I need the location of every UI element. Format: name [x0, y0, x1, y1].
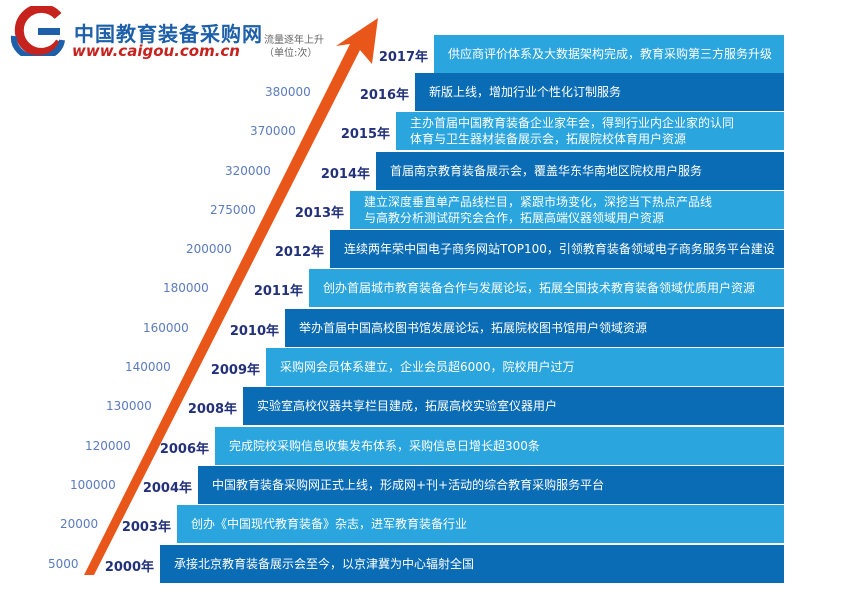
traffic-value: 5000: [48, 557, 79, 571]
traffic-value: 275000: [210, 203, 256, 217]
milestone-year: 2008年: [187, 402, 237, 417]
milestone-bar: 中国教育装备采购网正式上线，形成网+刊+活动的综合教育采购服务平台: [198, 466, 784, 504]
logo-url: www.caigou.com.cn: [72, 42, 240, 60]
milestone-text: 采购网会员体系建立，企业会员超6000，院校用户过万: [280, 360, 575, 374]
milestone-bar: 举办首届中国高校图书馆发展论坛，拓展院校图书馆用户领域资源: [285, 309, 784, 347]
milestone-year: 2000年: [104, 560, 154, 575]
milestone-text: 创办首届城市教育装备合作与发展论坛，拓展全国技术教育装备领域优质用户资源: [323, 281, 756, 295]
logo: 中国教育装备采购网 www.caigou.com.cn: [8, 3, 262, 62]
milestone-text: 完成院校采购信息收集发布体系，采购信息日增长超300条: [229, 439, 540, 453]
milestone-text: 与高教分析测试研究会合作，拓展高端仪器领域用户资源: [364, 211, 665, 225]
milestone-text: 实验室高校仪器共享栏目建成，拓展高校实验室仪器用户: [257, 399, 558, 413]
traffic-value: 120000: [85, 439, 131, 453]
milestone-text: 新版上线，增加行业个性化订制服务: [429, 85, 622, 99]
traffic-value: 160000: [143, 321, 189, 335]
milestone-year: 2011年: [253, 284, 303, 299]
milestone-bar: 创办《中国现代教育装备》杂志，进军教育装备行业: [177, 505, 784, 543]
milestone-bar: 承接北京教育装备展示会至今，以京津冀为中心辐射全国: [160, 545, 784, 583]
milestone-year: 2013年: [294, 206, 344, 221]
milestone-text: 创办《中国现代教育装备》杂志，进军教育装备行业: [191, 517, 468, 531]
milestone-bar: 实验室高校仪器共享栏目建成，拓展高校实验室仪器用户: [243, 387, 784, 425]
traffic-value: 180000: [163, 281, 209, 295]
traffic-value: 130000: [106, 399, 152, 413]
traffic-note-unit: （单位:次）: [264, 48, 318, 59]
milestone-bar: 新版上线，增加行业个性化订制服务: [415, 73, 784, 111]
traffic-value: 20000: [60, 517, 99, 531]
milestone-text: 中国教育装备采购网正式上线，形成网+刊+活动的综合教育采购服务平台: [212, 478, 605, 492]
milestone-bar: 建立深度垂直单产品线栏目，紧跟市场变化，深挖当下热点产品线与高教分析测试研究会合…: [350, 191, 784, 229]
milestone-bar: 首届南京教育装备展示会，覆盖华东华南地区院校用户服务: [376, 152, 784, 190]
traffic-note: 流量逐年上升 （单位:次）: [264, 34, 324, 60]
milestone-year: 2004年: [142, 481, 192, 496]
traffic-note-title: 流量逐年上升: [264, 35, 324, 46]
traffic-value: 380000: [265, 85, 311, 99]
milestone-bar: 主办首届中国教育装备企业家年会，得到行业内企业家的认同体育与卫生器材装备展示会，…: [396, 112, 784, 150]
milestone-year: 2012年: [274, 245, 324, 260]
milestone-year: 2014年: [320, 167, 370, 182]
milestone-year: 2017年: [378, 50, 428, 65]
logo-name: 中国教育装备采购网: [74, 22, 263, 46]
milestone-bar: 连续两年荣中国电子商务网站TOP100，引领教育装备领域电子商务服务平台建设: [330, 230, 784, 268]
milestone-bar: 采购网会员体系建立，企业会员超6000，院校用户过万: [266, 348, 784, 386]
traffic-value: 140000: [125, 360, 171, 374]
milestone-bar: 创办首届城市教育装备合作与发展论坛，拓展全国技术教育装备领域优质用户资源: [309, 269, 784, 307]
milestone-year: 2009年: [210, 363, 260, 378]
milestone-text: 承接北京教育装备展示会至今，以京津冀为中心辐射全国: [174, 557, 475, 571]
traffic-value: 200000: [186, 242, 232, 256]
milestone-text: 供应商评价体系及大数据架构完成，教育采购第三方服务升级: [448, 47, 773, 61]
milestone-year: 2010年: [229, 324, 279, 339]
milestone-text: 连续两年荣中国电子商务网站TOP100，引领教育装备领域电子商务服务平台建设: [344, 242, 775, 256]
milestone-text: 主办首届中国教育装备企业家年会，得到行业内企业家的认同: [410, 116, 735, 130]
milestone-year: 2016年: [359, 88, 409, 103]
milestone-year: 2006年: [159, 442, 209, 457]
milestone-bar: 供应商评价体系及大数据架构完成，教育采购第三方服务升级: [434, 35, 784, 73]
milestone-text: 建立深度垂直单产品线栏目，紧跟市场变化，深挖当下热点产品线: [364, 195, 713, 209]
milestone-bar: 完成院校采购信息收集发布体系，采购信息日增长超300条: [215, 427, 784, 465]
milestone-year: 2015年: [340, 127, 390, 142]
traffic-value: 320000: [225, 164, 271, 178]
traffic-value: 100000: [70, 478, 116, 492]
traffic-value: 370000: [250, 124, 296, 138]
milestone-text: 举办首届中国高校图书馆发展论坛，拓展院校图书馆用户领域资源: [299, 321, 648, 335]
milestone-text: 体育与卫生器材装备展示会，拓展院校体育用户资源: [410, 132, 687, 146]
milestone-text: 首届南京教育装备展示会，覆盖华东华南地区院校用户服务: [390, 164, 703, 178]
milestone-year: 2003年: [121, 520, 171, 535]
